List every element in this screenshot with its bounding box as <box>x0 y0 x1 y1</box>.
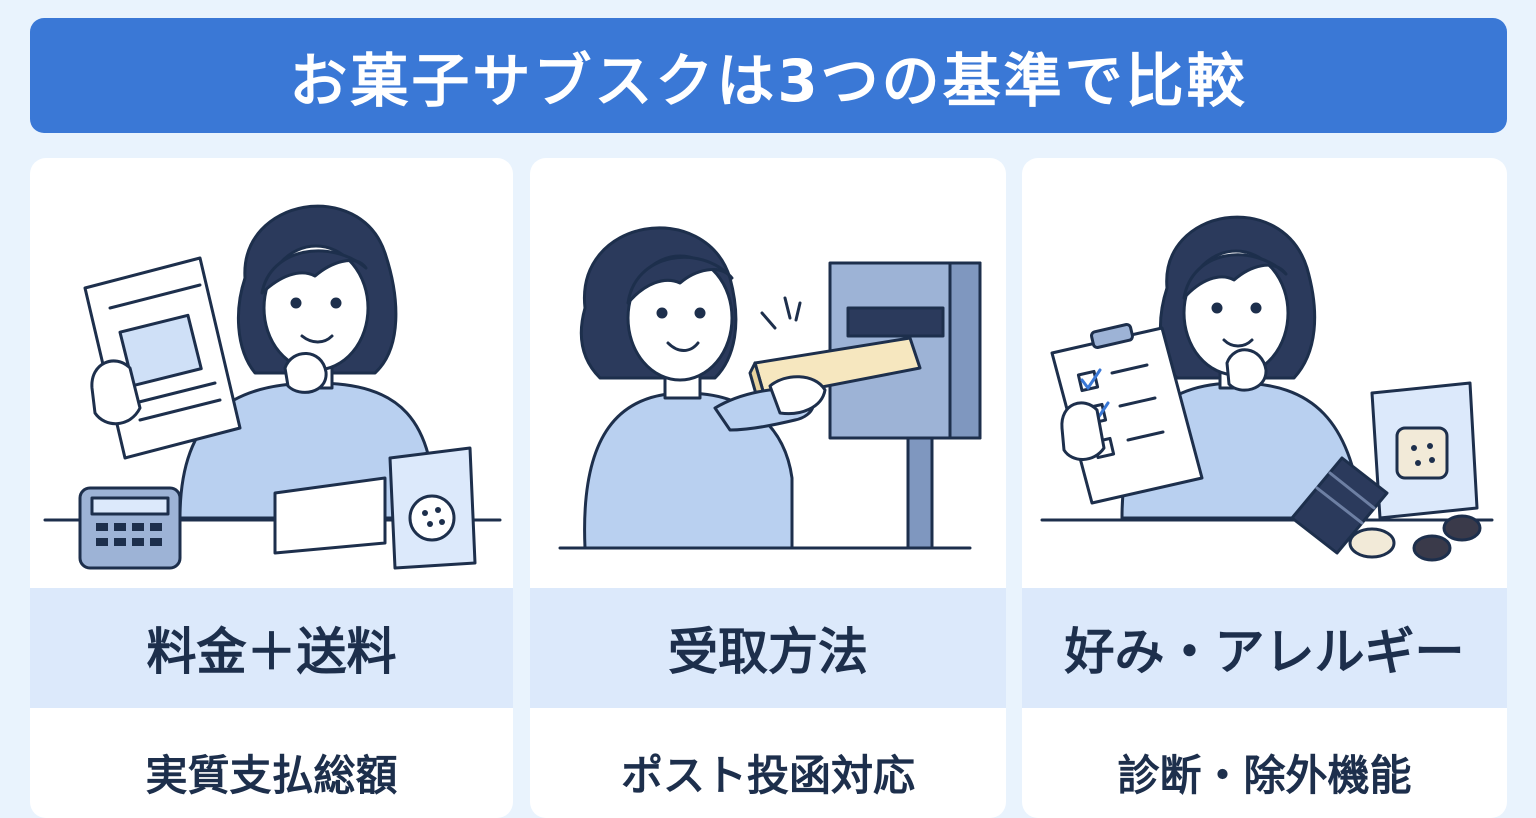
criterion-card-price: 料金＋送料 実質支払総額 <box>30 158 513 818</box>
banner-title: お菓子サブスクは3つの基準で比較 <box>289 46 1248 115</box>
title-banner: お菓子サブスクは3つの基準で比較 <box>30 18 1507 133</box>
criterion-card-preference: 好み・アレルギー 診断・除外機能 <box>1022 158 1507 818</box>
criterion-card-delivery: 受取方法 ポスト投函対応 <box>530 158 1006 818</box>
criterion-label: 好み・アレルギー <box>1064 623 1465 681</box>
criterion-sub-label: 実質支払総額 <box>145 751 398 800</box>
criterion-sub-area: ポスト投函対応 <box>530 708 1006 818</box>
criterion-label-band: 料金＋送料 <box>30 588 513 708</box>
criterion-label-band: 好み・アレルギー <box>1022 588 1507 708</box>
criterion-sub-label: 診断・除外機能 <box>1117 751 1412 800</box>
criterion-sub-label: ポスト投函対応 <box>620 751 915 800</box>
criterion-label: 受取方法 <box>668 623 868 681</box>
woman-posting-package-illustration <box>558 226 982 550</box>
criterion-sub-area: 実質支払総額 <box>30 708 513 818</box>
illustration-delivery <box>530 158 1006 588</box>
criterion-label-band: 受取方法 <box>530 588 1006 708</box>
woman-bill-calculator-illustration <box>43 204 502 570</box>
illustration-preference <box>1022 158 1507 588</box>
woman-checklist-snacks-illustration <box>1040 215 1494 562</box>
criterion-sub-area: 診断・除外機能 <box>1022 708 1507 818</box>
illustration-price <box>30 158 513 588</box>
criterion-label: 料金＋送料 <box>146 623 397 681</box>
